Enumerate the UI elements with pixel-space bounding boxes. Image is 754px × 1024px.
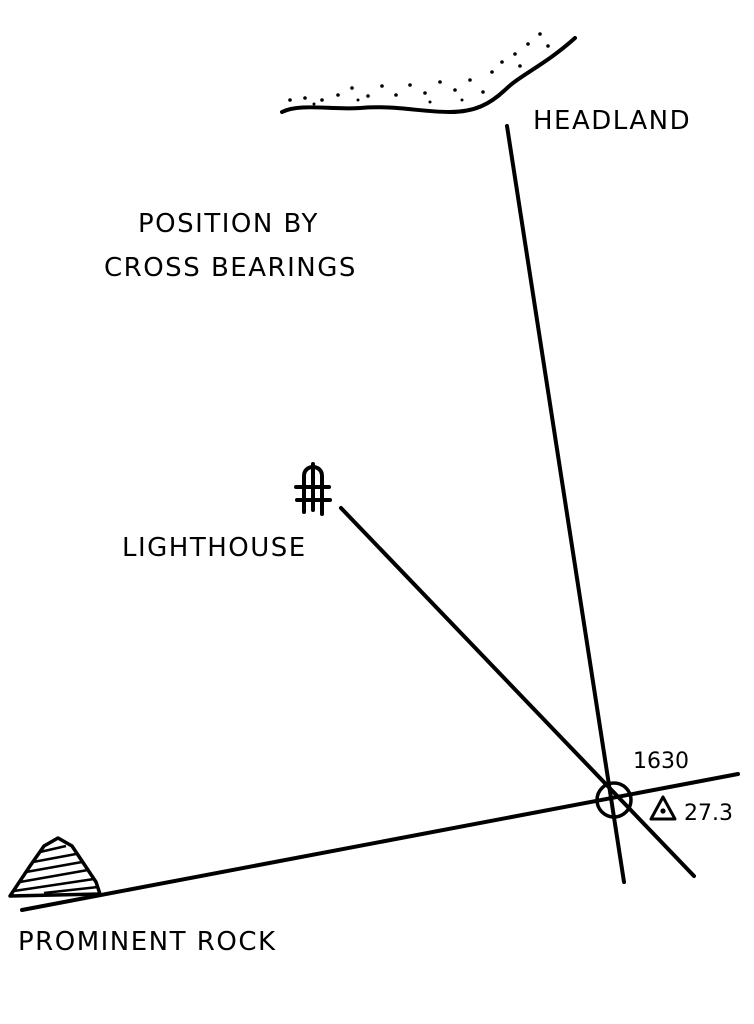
fix-icon <box>595 781 633 819</box>
headland-label: HEADLAND <box>533 106 691 136</box>
lighthouse-label: LIGHTHOUSE <box>122 533 307 563</box>
bearing-line-rock <box>20 772 740 912</box>
headland-icon <box>280 32 577 115</box>
fix-time-label: 1630 <box>633 749 689 774</box>
bearing-line-lighthouse <box>339 506 696 878</box>
rock-label: PROMINENT ROCK <box>18 927 277 957</box>
title-line-1: POSITION BY <box>138 209 319 239</box>
bearing-line-headland <box>505 124 626 884</box>
log-reading-label: 27.3 <box>684 801 733 826</box>
log-triangle-icon <box>649 795 677 821</box>
rock-icon <box>8 836 102 898</box>
lighthouse-icon <box>294 462 332 516</box>
title-line-2: CROSS BEARINGS <box>104 253 357 283</box>
